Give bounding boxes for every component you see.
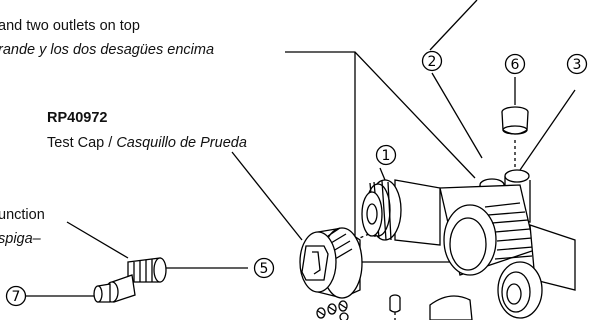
junction-label-es: spiga– xyxy=(0,231,41,247)
outlets-label-es: rande y los dos desagües encima xyxy=(0,42,215,58)
outlets-label-en: and two outlets on top xyxy=(0,18,140,34)
callout-6 xyxy=(504,53,526,75)
leader-1 xyxy=(379,167,386,181)
test-cap-label-en: Test Cap / xyxy=(47,135,117,151)
leader-2 xyxy=(431,72,483,159)
screws-icon xyxy=(316,300,349,320)
callout-2 xyxy=(421,50,443,72)
test-cap-icon xyxy=(299,227,363,299)
test-cap-label-es: Casquillo de Prueda xyxy=(116,135,247,151)
spigot-connector-icon xyxy=(93,257,167,303)
leader-outlets xyxy=(285,51,476,179)
callout-3-number: 3 xyxy=(573,57,582,73)
callout-5 xyxy=(253,257,275,279)
leader-3 xyxy=(519,89,576,171)
leader-junction xyxy=(66,221,129,259)
callout-5-number: 5 xyxy=(260,261,269,277)
callout-2-number: 2 xyxy=(428,54,437,70)
leader-6-top xyxy=(429,0,478,51)
leader-test-cap xyxy=(231,151,303,241)
part-number: RP40972 xyxy=(47,110,108,126)
plug-cap-icon xyxy=(501,106,529,135)
callout-7-number: 7 xyxy=(12,289,21,305)
callout-7 xyxy=(5,285,27,307)
callout-1-number: 1 xyxy=(382,148,391,164)
test-cap-label: Test Cap / Casquillo de Prueda xyxy=(47,135,247,152)
pin-icon xyxy=(389,294,401,320)
fitting-icon xyxy=(429,295,473,320)
callout-3 xyxy=(566,53,588,75)
callout-6-number: 6 xyxy=(511,57,520,73)
valve-body-icon xyxy=(361,169,576,320)
junction-label-en: unction xyxy=(0,207,45,223)
callout-1 xyxy=(375,144,397,166)
